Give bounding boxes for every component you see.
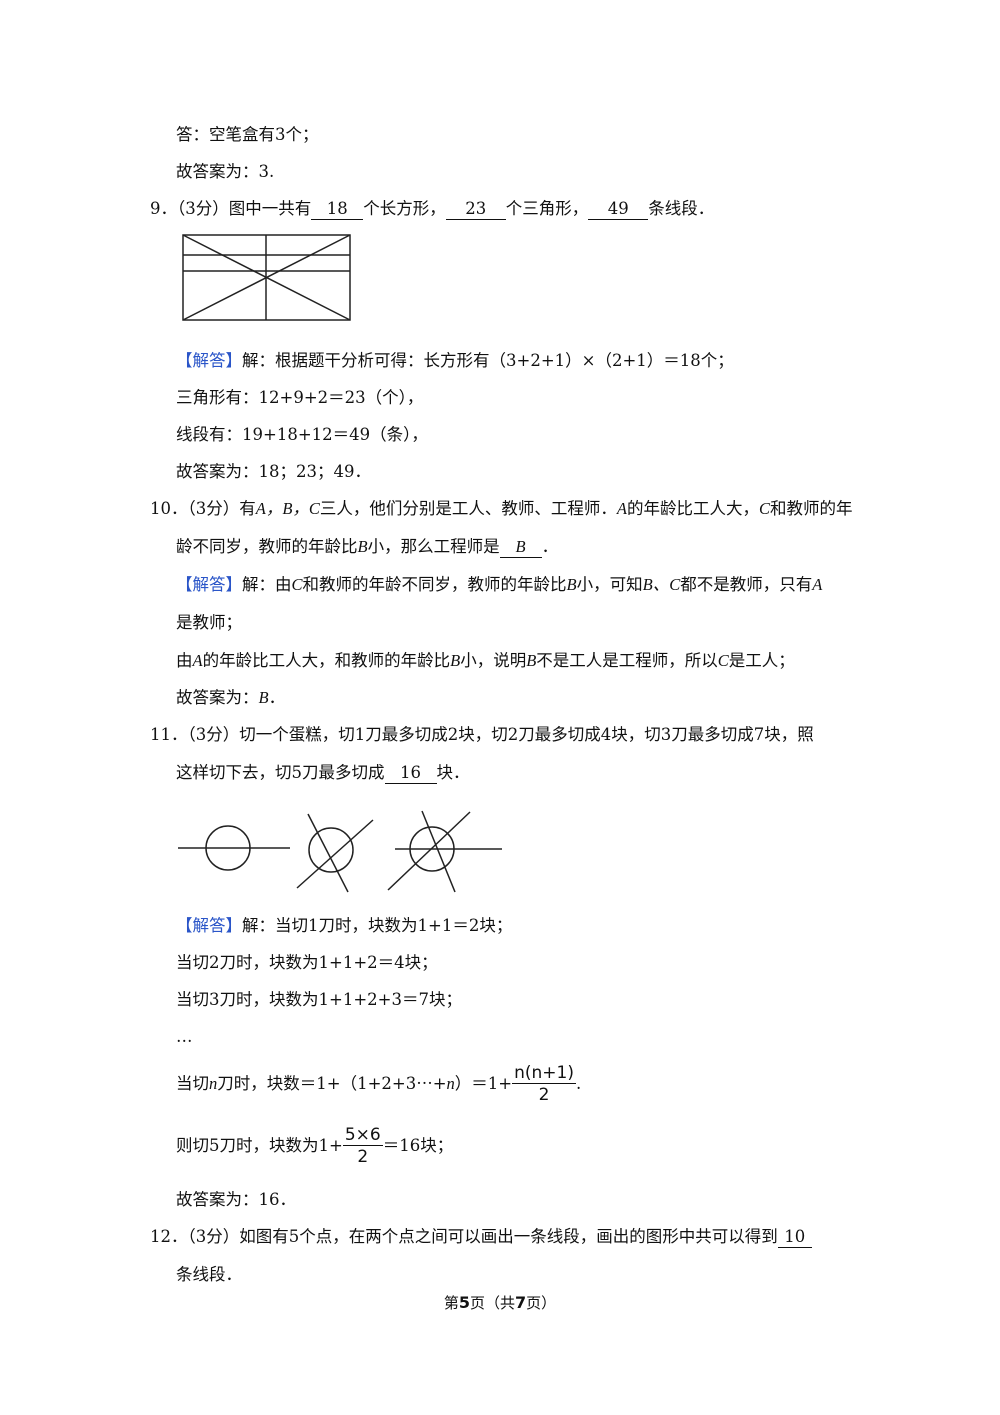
q11-solution-line: 当切2刀时，块数为1+1+2＝4块； (176, 953, 438, 972)
q9-solution: 【解答】解：根据题干分析可得：长方形有（3+2+1）×（2+1）＝18个； (176, 351, 734, 370)
question-number: 9． (150, 199, 177, 218)
page-total: 7 (515, 1293, 527, 1312)
question-12: 12．（3分）如图有5个点，在两个点之间可以画出一条线段，画出的图形中共可以得到… (150, 1226, 812, 1248)
cake-one-cut (178, 825, 290, 871)
q11-ellipsis: … (176, 1027, 193, 1046)
q11-solution: 【解答】解：当切1刀时，块数为1+1＝2块； (176, 916, 513, 935)
prev-conclusion: 故答案为：3. (176, 162, 275, 181)
prev-answer-line: 答：空笔盒有3个； (176, 125, 319, 144)
q10-solution: 【解答】解：由C和教师的年龄不同岁，教师的年龄比B小，可知B、C都不是教师，只有… (176, 575, 823, 594)
question-score: （3分） (177, 199, 229, 218)
question-12-cont: 条线段． (176, 1265, 242, 1284)
q9-solution-line: 线段有：19+18+12＝49（条）， (176, 425, 428, 444)
answer-blank: 16 (384, 763, 437, 784)
question-10: 10．（3分）有A，B，C三人，他们分别是工人、教师、工程师．A的年龄比工人大，… (150, 499, 853, 518)
q9-solution-line: 三角形有：12+9+2＝23（个）， (176, 388, 424, 407)
question-number: 10． (150, 499, 188, 518)
q9-conclusion: 故答案为：18；23；49． (176, 462, 371, 481)
q11-solution-line: 当切3刀时，块数为1+1+2+3＝7块； (176, 990, 462, 1009)
answer-blank: B (499, 537, 542, 558)
q11-conclusion: 故答案为：16． (176, 1190, 296, 1209)
question-number: 12． (150, 1227, 188, 1246)
solution-tag: 【解答】 (176, 575, 242, 594)
solution-tag: 【解答】 (176, 351, 242, 370)
question-score: （3分） (187, 725, 240, 744)
question-score: （3分） (187, 1227, 240, 1246)
answer-blank: 49 (588, 199, 649, 220)
answer-blank: 18 (311, 199, 364, 220)
fraction: n(n+1)2 (512, 1063, 576, 1105)
cake-cut-figure (178, 810, 502, 893)
q10-solution-line: 是教师； (176, 613, 242, 632)
page-footer: 第5页（共7页） (443, 1293, 557, 1312)
rectangle-figure (182, 234, 351, 321)
q10-conclusion: 故答案为：B． (176, 688, 286, 707)
answer-blank: 23 (445, 199, 506, 220)
page-number: 5 (458, 1293, 470, 1312)
question-number: 11． (150, 725, 188, 744)
figure-diagonal (182, 234, 351, 321)
cake-two-cuts (296, 813, 374, 893)
q10-solution-line: 由A的年龄比工人大，和教师的年龄比B小，说明B不是工人是工程师，所以C是工人； (176, 651, 795, 670)
q11-general-formula: 当切n刀时，块数＝1+（1+2+3⋯+n）＝1+n(n+1)2. (176, 1063, 582, 1105)
answer-blank: 10 (777, 1227, 812, 1248)
question-11: 11．（3分）切一个蛋糕，切1刀最多切成2块，切2刀最多切成4块，切3刀最多切成… (150, 725, 814, 744)
question-score: （3分） (187, 499, 240, 518)
cake-three-cuts (387, 810, 502, 893)
solution-tag: 【解答】 (176, 916, 242, 935)
